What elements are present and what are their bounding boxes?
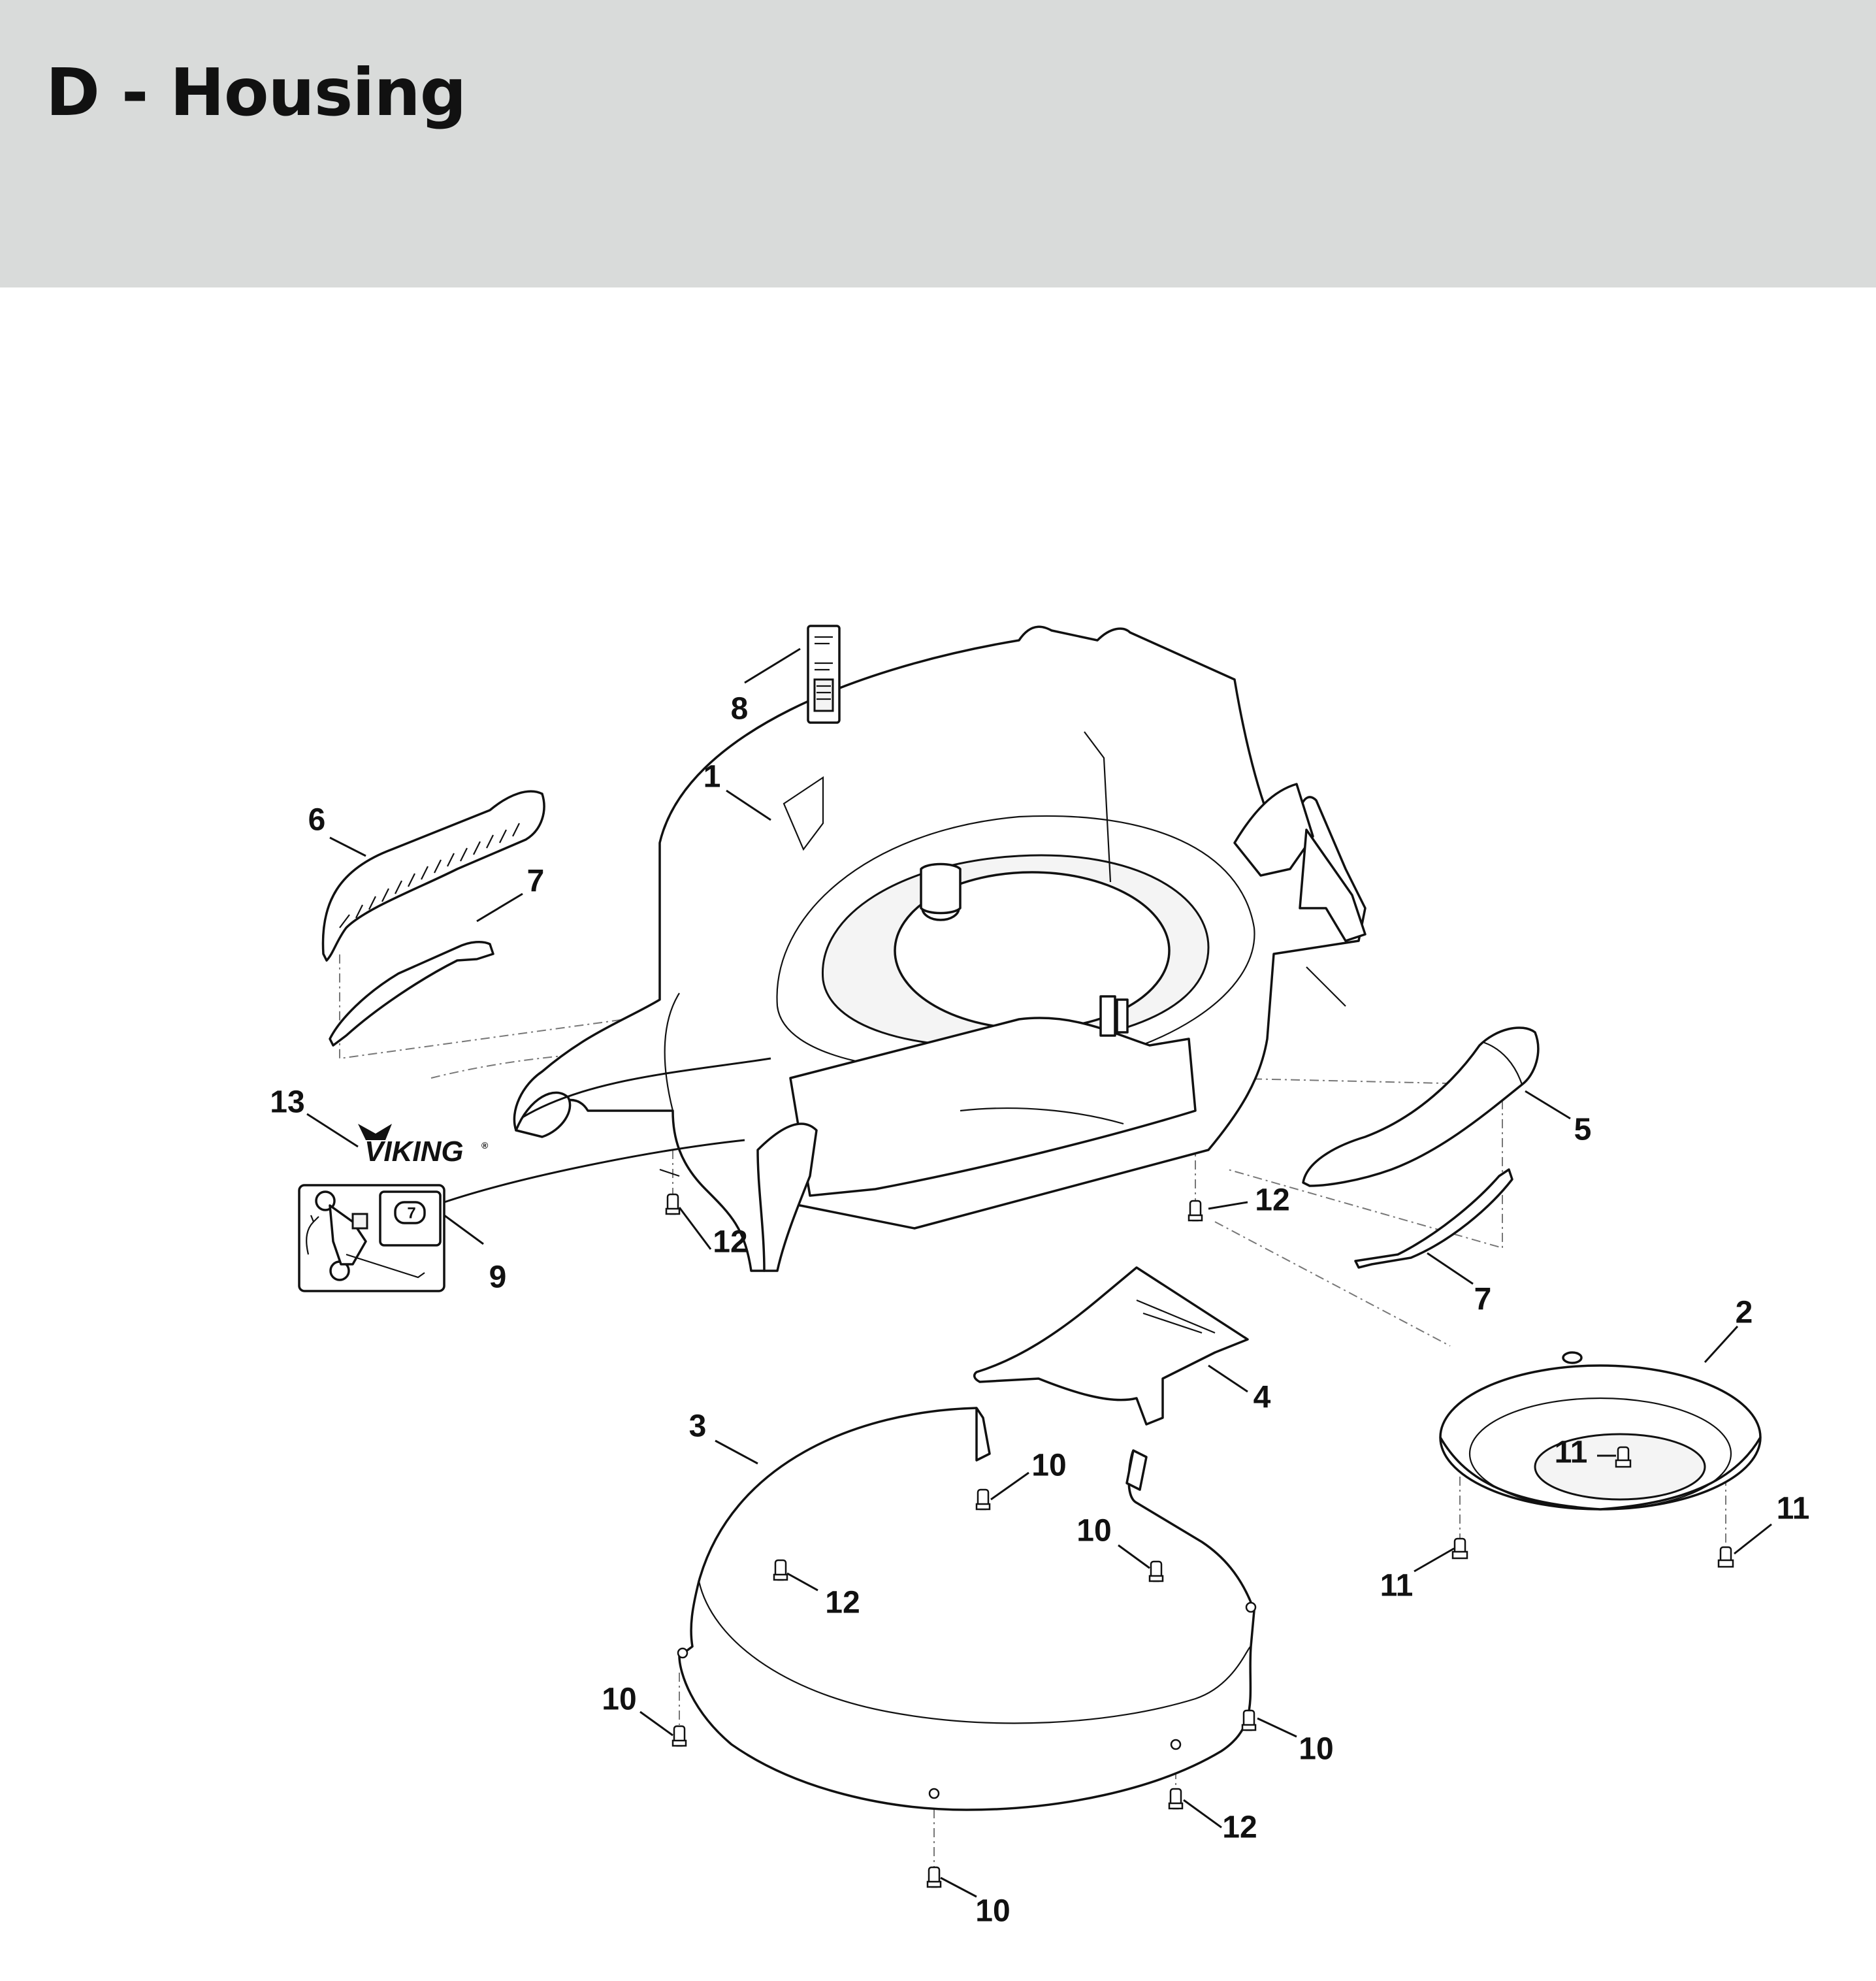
callout-10-e: 10 xyxy=(975,1894,1010,1929)
part-1-mower-deck xyxy=(513,625,1367,1272)
nut-11-a xyxy=(1615,1446,1632,1468)
callout-11-b: 11 xyxy=(1380,1569,1414,1603)
callout-12-c: 12 xyxy=(825,1586,860,1620)
callout-numbers: 8 1 6 7 13 9 12 12 5 7 2 4 3 10 10 12 10… xyxy=(270,692,1809,1929)
screw-10-b xyxy=(1148,1560,1164,1582)
callout-13: 13 xyxy=(270,1085,304,1120)
screw-12-c xyxy=(773,1559,788,1581)
screw-12-d xyxy=(1168,1788,1184,1810)
part-13-logo: VIKING ® xyxy=(358,1124,489,1168)
leader-lines xyxy=(306,647,1772,1898)
callout-5: 5 xyxy=(1574,1113,1592,1147)
callout-3: 3 xyxy=(689,1409,707,1444)
screw-10-e xyxy=(926,1866,942,1888)
callout-11-a: 11 xyxy=(1555,1435,1588,1470)
callout-12-b: 12 xyxy=(1255,1183,1289,1218)
callout-8: 8 xyxy=(731,692,749,727)
screw-10-c xyxy=(671,1725,687,1747)
nut-11-c xyxy=(1717,1546,1734,1568)
part-8-label xyxy=(807,625,841,724)
part-7-left-bracket xyxy=(329,940,494,1047)
callout-11-c: 11 xyxy=(1777,1492,1810,1526)
screw-12-b xyxy=(1188,1200,1203,1222)
callout-12-d: 12 xyxy=(1222,1810,1257,1845)
part-9-inset-decal: 7 xyxy=(298,1184,445,1292)
callout-9: 9 xyxy=(489,1260,507,1295)
page-title: D - Housing xyxy=(46,54,466,131)
logo-horns-icon xyxy=(358,1124,392,1140)
callout-4: 4 xyxy=(1253,1381,1271,1415)
part-7-right-bracket xyxy=(1354,1168,1513,1269)
callout-7-left: 7 xyxy=(527,864,545,899)
inset-lever-position: 7 xyxy=(407,1204,415,1222)
logo-text: VIKING xyxy=(364,1136,464,1168)
header-band: D - Housing xyxy=(0,0,1876,287)
nut-11-b xyxy=(1451,1537,1468,1560)
callout-10-d: 10 xyxy=(1299,1732,1333,1767)
part-6-left-grip xyxy=(321,790,545,962)
logo-registered-mark: ® xyxy=(481,1140,489,1151)
part-2-cup xyxy=(1439,1351,1762,1511)
callout-2: 2 xyxy=(1736,1296,1753,1330)
part-5-right-cover xyxy=(1302,1026,1540,1187)
callout-10-b: 10 xyxy=(1076,1514,1111,1548)
callout-10-c: 10 xyxy=(602,1682,636,1717)
fasteners xyxy=(665,1193,1734,1888)
callout-1: 1 xyxy=(704,760,721,794)
screw-10-d xyxy=(1241,1709,1257,1731)
callout-12-a: 12 xyxy=(713,1225,747,1260)
part-3-skirt xyxy=(677,1407,1257,1811)
part-4-deflector xyxy=(973,1266,1249,1426)
callout-6: 6 xyxy=(308,803,326,838)
screw-12-a xyxy=(665,1193,681,1215)
callout-10-a: 10 xyxy=(1031,1449,1066,1483)
screw-10-a xyxy=(975,1488,991,1511)
callout-7-right: 7 xyxy=(1474,1283,1492,1317)
